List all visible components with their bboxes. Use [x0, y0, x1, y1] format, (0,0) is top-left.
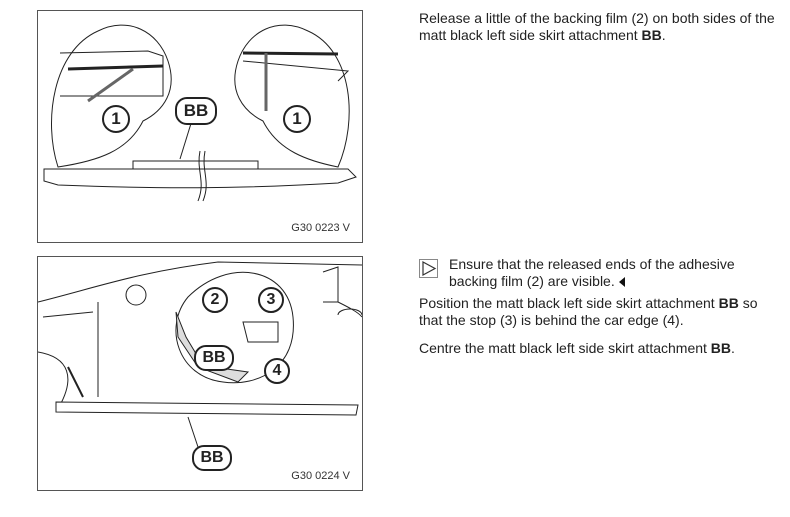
callout-1-right: 1 [283, 105, 311, 133]
step-end: . [731, 340, 735, 356]
part-code: BB [710, 340, 732, 356]
play-triangle-icon [419, 259, 438, 278]
step-position-attachment: Position the matt black left side skirt … [419, 295, 779, 329]
callout-bb-detail: BB [194, 345, 234, 371]
figure-id: G30 0223 V [291, 222, 350, 234]
callout-bb: BB [192, 445, 232, 471]
step-centre-attachment: Centre the matt black left side skirt at… [419, 340, 779, 357]
end-marker-icon [618, 277, 625, 287]
callout-3: 3 [258, 287, 284, 313]
step-text: Release a little of the backing film (2)… [419, 10, 775, 43]
part-code: BB [641, 27, 662, 43]
note-box: Ensure that the released ends of the adh… [419, 256, 779, 290]
step-text: Position the matt black left side skirt … [419, 295, 719, 311]
step-text-cont: so that the stop (3) is behind the car e… [419, 295, 758, 328]
figure-skirt-attachment-backing-film: 1 BB 1 G30 0223 V [37, 10, 363, 243]
step-text: Centre the matt black left side skirt at… [419, 340, 711, 356]
step-end: . [661, 27, 666, 43]
callout-1-left: 1 [102, 105, 130, 133]
note-text: Ensure that the released ends of the adh… [449, 256, 735, 289]
part-code: BB [718, 295, 739, 311]
figure-id: G30 0224 V [291, 470, 350, 482]
figure-skirt-position-on-car: 2 3 BB 4 BB G30 0224 V [37, 256, 363, 491]
callout-4: 4 [264, 358, 290, 384]
step-release-backing-film: Release a little of the backing film (2)… [419, 10, 779, 44]
callout-bb: BB [175, 97, 217, 125]
callout-2: 2 [202, 287, 228, 313]
illustration-skirt-detail [43, 24, 357, 202]
